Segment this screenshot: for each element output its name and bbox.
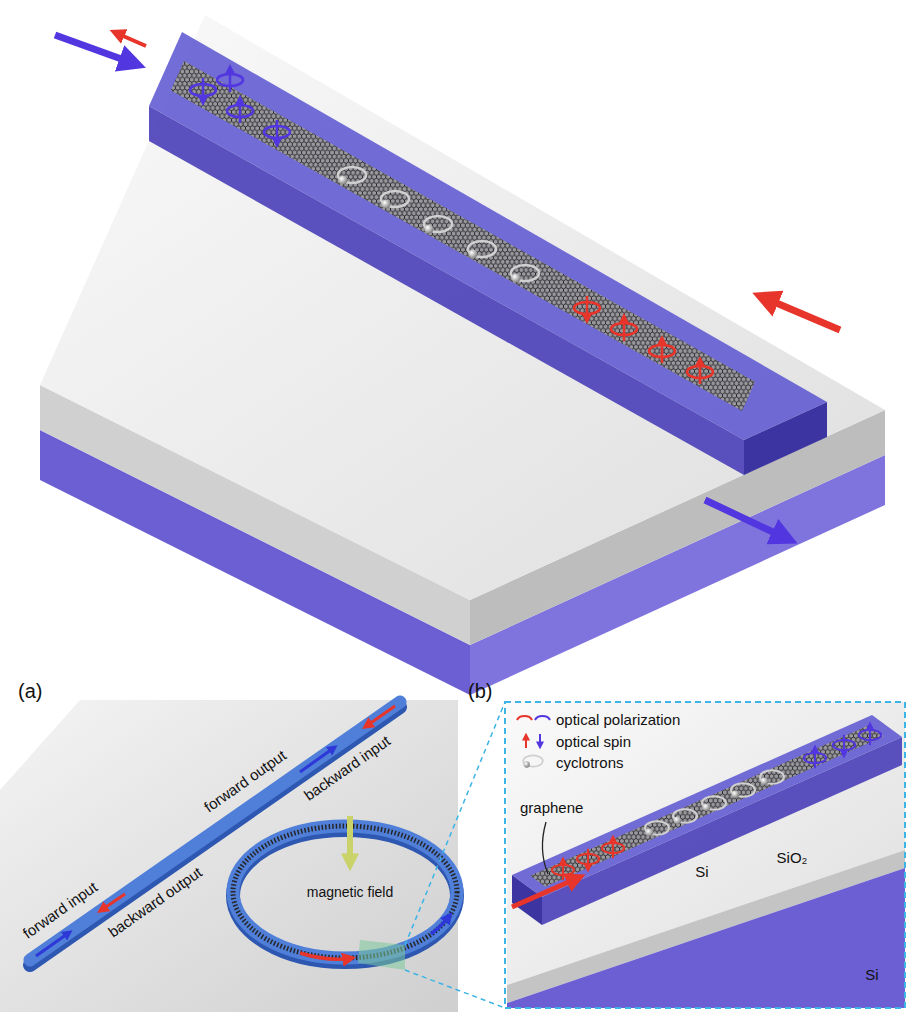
field-label: magnetic field (307, 884, 393, 900)
panel-letter: (a) (18, 680, 42, 703)
material-label: SiO₂ (777, 849, 808, 866)
legend-text: optical polarization (556, 711, 680, 728)
panel-letter: (b) (468, 680, 492, 703)
material-label: graphene (520, 799, 583, 816)
legend-text: optical spin (556, 733, 631, 750)
material-label: Si (695, 863, 708, 880)
material-label: Si (865, 966, 878, 983)
legend-text: cyclotrons (556, 754, 624, 771)
